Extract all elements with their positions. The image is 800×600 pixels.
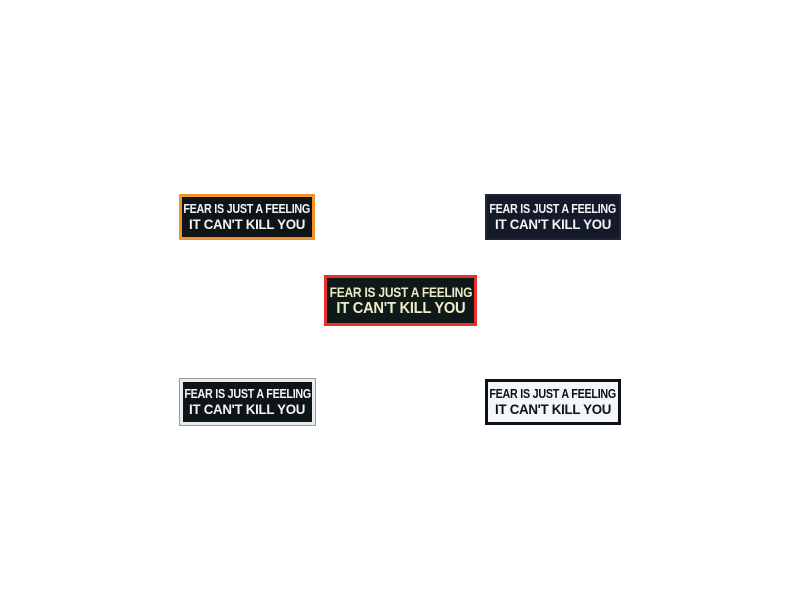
patch-line-1: FEAR IS JUST A FEELING — [489, 201, 617, 216]
patch-line-2: IT CAN'T KILL YOU — [189, 401, 306, 418]
patch-line-1: FEAR IS JUST A FEELING — [329, 283, 472, 300]
patch-line-2: IT CAN'T KILL YOU — [494, 401, 612, 418]
patch-line-1: FEAR IS JUST A FEELING — [183, 201, 311, 216]
patch-orange-border: FEAR IS JUST A FEELING IT CAN'T KILL YOU — [179, 194, 315, 240]
patch-line-1: FEAR IS JUST A FEELING — [489, 386, 617, 401]
patch-line-2: IT CAN'T KILL YOU — [335, 299, 465, 317]
patch-line-1: FEAR IS JUST A FEELING — [184, 386, 311, 401]
patch-navy: FEAR IS JUST A FEELING IT CAN'T KILL YOU — [485, 194, 621, 240]
patch-line-2: IT CAN'T KILL YOU — [188, 216, 306, 233]
patch-white-background: FEAR IS JUST A FEELING IT CAN'T KILL YOU — [485, 379, 621, 425]
patch-red-border: FEAR IS JUST A FEELING IT CAN'T KILL YOU — [324, 275, 477, 326]
patch-white-border: FEAR IS JUST A FEELING IT CAN'T KILL YOU — [179, 378, 316, 426]
patch-line-2: IT CAN'T KILL YOU — [494, 216, 612, 233]
